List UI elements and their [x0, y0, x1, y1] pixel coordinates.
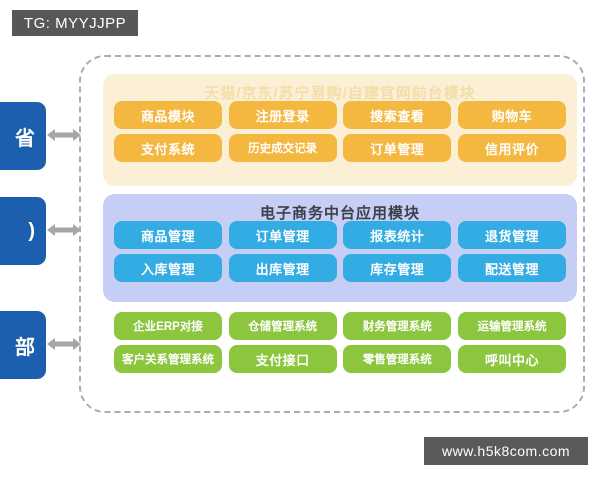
pill-frontend-1-3[interactable]: 信用评价: [457, 134, 566, 162]
telegram-tag: TG: MYYJJPP: [12, 10, 138, 36]
panel-frontend-modules: 天猫/京东/苏宁易购/自建官网前台模块 商品模块 注册登录 搜索查看 购物车 支…: [103, 74, 577, 186]
double-arrow-icon: [47, 338, 81, 350]
pill-back-0-0[interactable]: 企业ERP对接: [114, 312, 222, 340]
pill-back-1-2[interactable]: 零售管理系统: [343, 345, 452, 373]
pill-mid-1-1[interactable]: 出库管理: [228, 254, 337, 282]
panel-frontend-title: 天猫/京东/苏宁易购/自建官网前台模块: [204, 85, 476, 102]
system-boundary-dashed-container: [79, 55, 585, 413]
panel-frontend-row-0: 商品模块 注册登录 搜索查看 购物车: [103, 101, 577, 129]
panel-backend-systems: 企业ERP对接 仓储管理系统 财务管理系统 运输管理系统 客户关系管理系统 支付…: [103, 308, 577, 400]
double-arrow-icon: [47, 224, 81, 236]
pill-mid-1-2[interactable]: 库存管理: [343, 254, 452, 282]
panel-frontend-row-1: 支付系统 历史成交记录 订单管理 信用评价: [103, 134, 577, 162]
pill-frontend-0-3[interactable]: 购物车: [457, 101, 566, 129]
pill-back-1-3[interactable]: 呼叫中心: [457, 345, 566, 373]
pill-back-1-0[interactable]: 客户关系管理系统: [114, 345, 222, 373]
pill-frontend-1-0[interactable]: 支付系统: [114, 134, 222, 162]
pill-frontend-1-1[interactable]: 历史成交记录: [228, 134, 337, 162]
left-org-box-1-label: ): [28, 219, 36, 242]
pill-mid-1-0[interactable]: 入库管理: [114, 254, 222, 282]
pill-back-0-3[interactable]: 运输管理系统: [457, 312, 566, 340]
panel-midplatform-modules: 电子商务中台应用模块 商品管理 订单管理 报表统计 退货管理 入库管理 出库管理…: [103, 194, 577, 302]
pill-frontend-0-0[interactable]: 商品模块: [114, 101, 222, 129]
left-org-box-2-label: 部: [15, 336, 36, 359]
pill-back-0-2[interactable]: 财务管理系统: [343, 312, 452, 340]
left-org-box-0-label: 省: [15, 127, 36, 150]
left-org-box-0[interactable]: 省: [0, 102, 46, 170]
pill-mid-0-1[interactable]: 订单管理: [228, 221, 337, 249]
pill-mid-0-3[interactable]: 退货管理: [457, 221, 566, 249]
pill-frontend-0-2[interactable]: 搜索查看: [343, 101, 452, 129]
panel-backend-row-0: 企业ERP对接 仓储管理系统 财务管理系统 运输管理系统: [103, 312, 577, 340]
pill-back-1-1[interactable]: 支付接口: [228, 345, 337, 373]
pill-mid-1-3[interactable]: 配送管理: [457, 254, 566, 282]
double-arrow-icon: [47, 129, 81, 141]
pill-mid-0-0[interactable]: 商品管理: [114, 221, 222, 249]
pill-frontend-1-2[interactable]: 订单管理: [343, 134, 452, 162]
pill-back-0-1[interactable]: 仓储管理系统: [228, 312, 337, 340]
pill-mid-0-2[interactable]: 报表统计: [343, 221, 452, 249]
panel-midplatform-title: 电子商务中台应用模块: [259, 205, 420, 222]
panel-midplatform-row-1: 入库管理 出库管理 库存管理 配送管理: [103, 254, 577, 282]
left-org-box-2[interactable]: 部: [0, 311, 46, 379]
left-org-box-1[interactable]: ): [0, 197, 46, 265]
site-watermark: www.h5k8com.com: [424, 437, 588, 465]
panel-backend-row-1: 客户关系管理系统 支付接口 零售管理系统 呼叫中心: [103, 345, 577, 373]
panel-midplatform-row-0: 商品管理 订单管理 报表统计 退货管理: [103, 221, 577, 249]
pill-frontend-0-1[interactable]: 注册登录: [228, 101, 337, 129]
